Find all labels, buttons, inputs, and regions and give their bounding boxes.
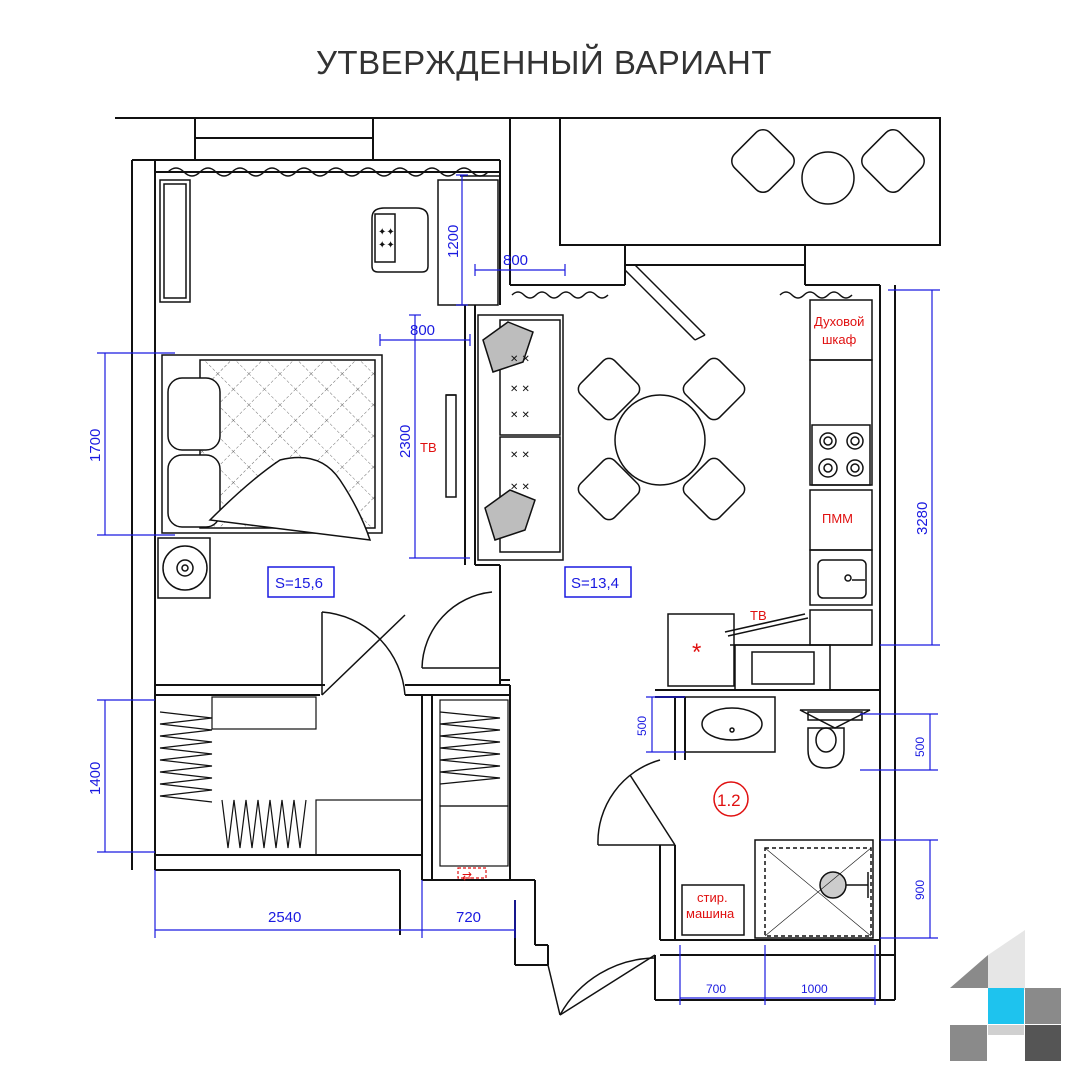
curtain-living-left [511,291,609,299]
curtain-bedroom [167,167,489,177]
wardrobe-icon: ⇄ [159,696,509,883]
tv-stand-bedroom [445,394,457,498]
dim-1400: 1400 [87,762,104,795]
svg-text:✕ ✕: ✕ ✕ [510,450,530,461]
asterisk-mark: * [692,639,701,666]
dim-3280: 3280 [914,502,931,535]
oven-label-line1: Духовой [814,314,864,329]
bathroom-sink [684,696,776,753]
bedroom-closet [159,179,191,303]
svg-text:✕ ✕: ✕ ✕ [510,384,530,395]
logo-icon [950,930,1061,1061]
oven-label-line2: шкаф [822,332,857,347]
entrance-door [547,954,656,1016]
page-title: УТВЕРЖДЕННЫЙ ВАРИАНТ [315,44,773,81]
armchair-icon: ✦✦ ✦✦ [371,207,429,273]
washer-label-line2: машина [686,906,735,921]
svg-text:✕ ✕: ✕ ✕ [510,482,530,493]
shower-icon [754,839,874,939]
washing-machine-icon [681,884,745,936]
bathroom-door [597,759,676,846]
stove-icon [811,424,871,486]
area-living: S=13,4 [571,575,619,592]
dining-table-icon [577,357,746,521]
nightstand-lamp [157,537,211,599]
dim-1200: 1200 [445,225,462,258]
dim-700: 700 [706,982,726,996]
toilet-icon [799,709,871,769]
svg-text:✕ ✕: ✕ ✕ [510,354,530,365]
svg-text:✕ ✕: ✕ ✕ [510,410,530,421]
area-bedroom: S=15,6 [275,575,323,592]
sink-icon [817,559,867,599]
svg-text:✦✦: ✦✦ [378,227,395,238]
curtain-living-right [779,291,853,299]
dishwasher-label: ПММ [822,511,853,526]
dim-900: 900 [913,880,927,900]
dim-800-left: 800 [410,322,435,339]
dimension-lines [97,174,940,1005]
kitchen-counter [730,299,873,646]
dim-2300: 2300 [397,425,414,458]
bathroom-number: 1.2 [717,791,741,810]
area-box-living [564,566,632,598]
bathroom-number-circle [713,781,749,817]
balcony-furniture [731,129,925,205]
kitchen-island [667,613,831,691]
bedroom-door [321,611,406,696]
dim-500-right: 500 [913,737,927,757]
sofa-icon: ✕ ✕ ✕ ✕ ✕ ✕ ✕ ✕ ✕ ✕ [477,314,564,561]
washer-label-line1: стир. [697,890,728,905]
area-box-bedroom [267,566,335,598]
dim-500-left: 500 [635,716,649,736]
tv-label-kitchen: ТВ [750,608,767,623]
svg-text:✦✦: ✦✦ [378,240,395,251]
dim-2540: 2540 [268,909,301,926]
dim-720: 720 [456,909,481,926]
tv-label-living: ТВ [420,440,437,455]
balcony-door [624,264,706,341]
svg-text:⇄: ⇄ [462,869,472,883]
living-door [421,590,501,669]
bed-icon [161,354,383,541]
dim-1000: 1000 [801,982,828,996]
dim-1700: 1700 [87,429,104,462]
dim-800-top: 800 [503,252,528,269]
